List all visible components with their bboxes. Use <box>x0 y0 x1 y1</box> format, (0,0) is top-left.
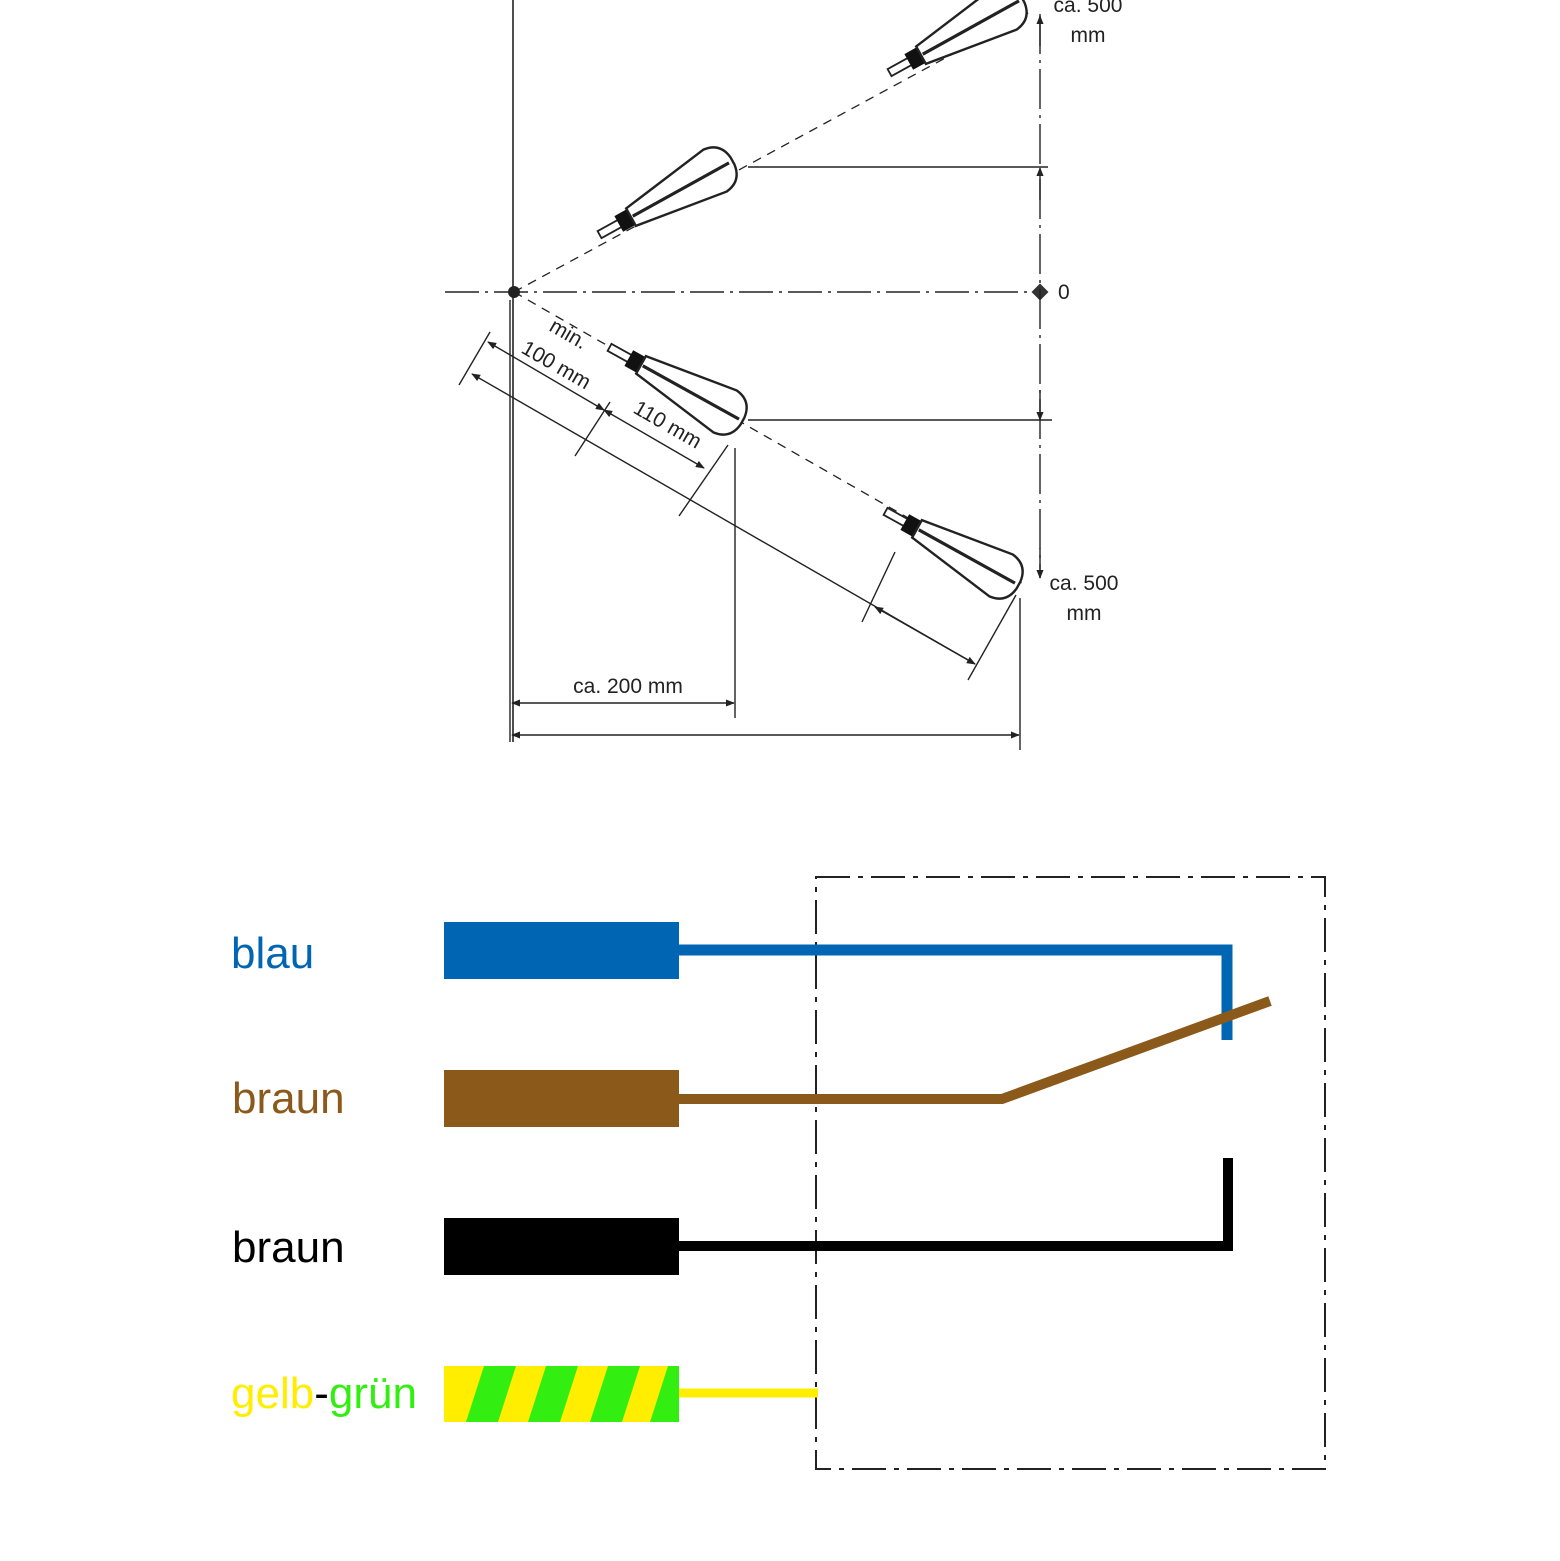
blue-wire-sleeve <box>444 922 679 979</box>
bottom-distance-label-line2: mm <box>1067 602 1102 625</box>
yellow-green-label-part1: gelb <box>231 1369 314 1418</box>
black-wire-sleeve <box>444 1218 679 1275</box>
min-distance-label-line1: min. <box>546 314 592 354</box>
probe-upper-near <box>596 146 738 240</box>
black-wire <box>679 1158 1233 1251</box>
bottom-distance-label-line1: ca. 500 <box>1050 572 1119 595</box>
brown-wire-label: braun <box>232 1074 345 1123</box>
horizontal-distance-label: ca. 200 mm <box>573 675 683 698</box>
wiring-diagram: blau braun braun gelb-grün <box>231 876 1326 1470</box>
probe-lower-near <box>606 342 748 436</box>
min-100mm-dimension <box>487 341 605 411</box>
brown-wire-sleeve <box>444 1070 679 1127</box>
mounting-diagram <box>445 0 1052 750</box>
110mm-dimension <box>603 409 705 469</box>
blue-wire <box>679 944 1233 1040</box>
zero-label: 0 <box>1058 281 1070 304</box>
top-distance-label-line1: ca. 500 <box>1054 0 1123 17</box>
probe-upper-far <box>886 0 1028 78</box>
top-distance-label-line2: mm <box>1071 24 1106 47</box>
black-wire-label: braun <box>232 1223 345 1272</box>
lower-dashed-axis <box>513 291 1026 586</box>
blue-wire-label: blau <box>231 929 314 978</box>
brown-wire <box>679 996 1272 1104</box>
yellow-green-label-separator: - <box>314 1369 329 1418</box>
yellow-green-wire-sleeve <box>444 1366 679 1422</box>
probe-lower-far <box>882 506 1024 600</box>
yellow-green-label-part2: grün <box>329 1369 417 1418</box>
yellow-green-wire-label: gelb-grün <box>231 1369 417 1418</box>
housing-outline <box>815 876 1326 1470</box>
upper-dashed-axis <box>513 11 1031 293</box>
